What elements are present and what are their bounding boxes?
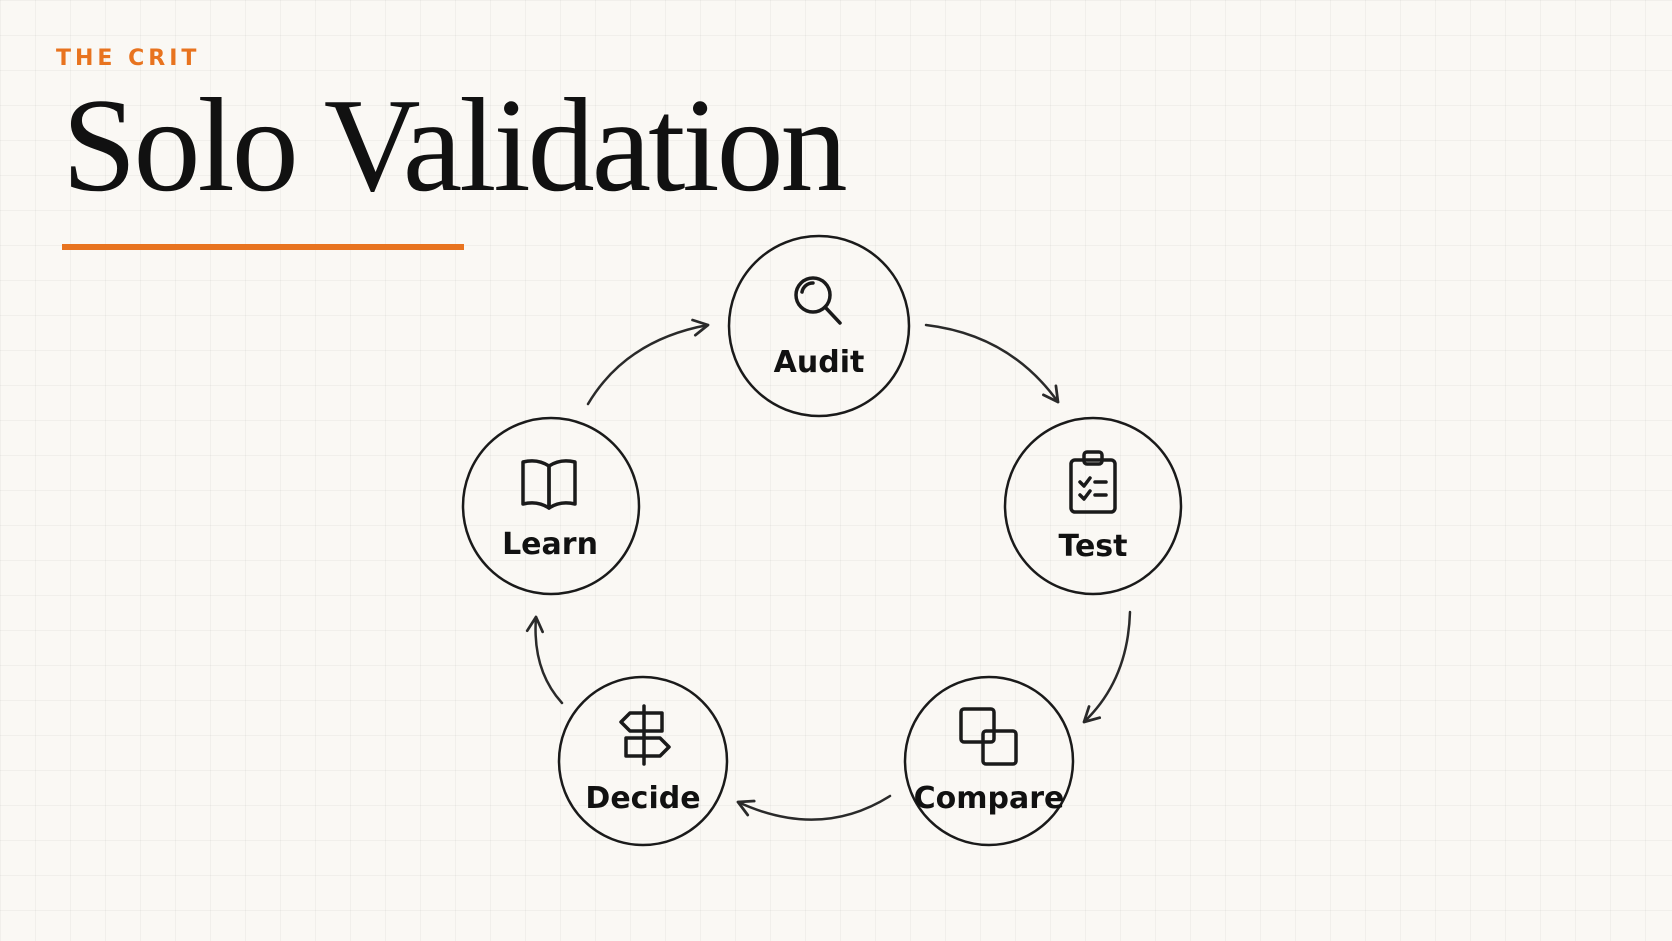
- step-decide: Decide: [557, 675, 729, 847]
- signpost-icon: [619, 704, 671, 766]
- arrow-compare-to-decide: [736, 794, 892, 821]
- step-decide-label: Decide: [585, 781, 700, 816]
- step-audit-circle: [727, 234, 911, 418]
- eyebrow-label: THE CRIT: [56, 46, 201, 71]
- open-book-icon: [521, 459, 577, 510]
- arrow-decide-to-learn: [525, 615, 564, 705]
- page-title: Solo Validation: [62, 71, 848, 219]
- arrow-test-to-compare: [1082, 610, 1132, 724]
- step-audit-label: Audit: [774, 345, 865, 380]
- magnifier-icon: [794, 276, 842, 325]
- step-compare: Compare: [903, 675, 1075, 847]
- arrow-learn-to-audit: [586, 318, 710, 406]
- step-audit: Audit: [727, 234, 911, 418]
- step-decide-circle: [557, 675, 729, 847]
- step-learn: Learn: [461, 416, 641, 596]
- step-compare-circle: [903, 675, 1075, 847]
- step-compare-label: Compare: [914, 781, 1065, 816]
- step-test-circle: [1003, 416, 1183, 596]
- step-test-label: Test: [1058, 529, 1127, 564]
- arrow-audit-to-test: [924, 323, 1060, 404]
- step-learn-label: Learn: [502, 527, 598, 562]
- clipboard-checklist-icon: [1069, 450, 1117, 514]
- title-underline: [62, 244, 464, 250]
- step-learn-circle: [461, 416, 641, 596]
- overlapping-squares-icon: [959, 707, 1018, 766]
- step-test: Test: [1003, 416, 1183, 596]
